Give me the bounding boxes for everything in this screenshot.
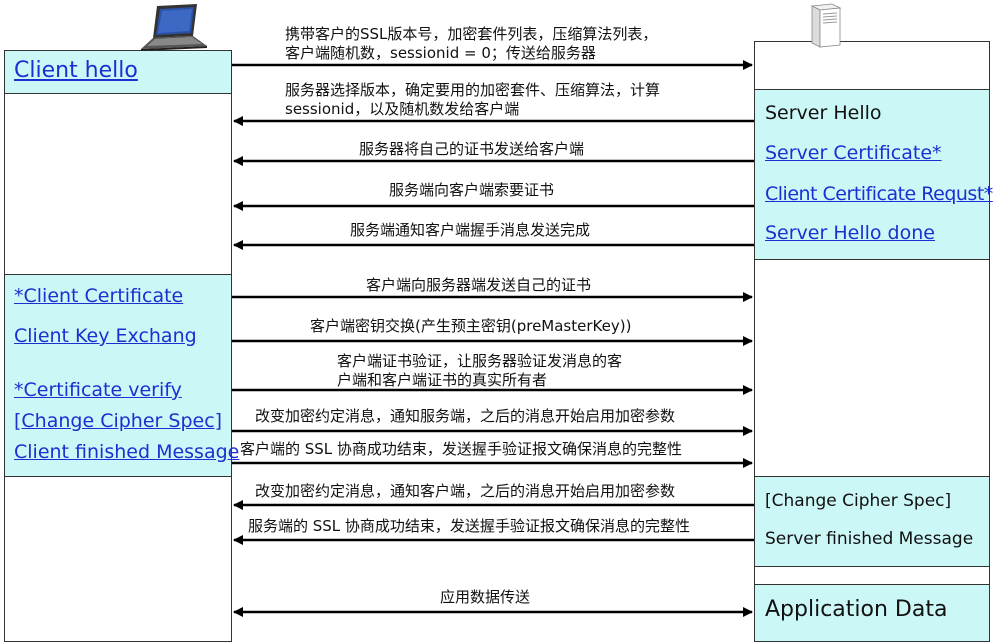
client-hello-box: [4, 50, 232, 94]
server-hello-done-label: Server Hello done: [765, 222, 935, 244]
message-text: 客户端密钥交换(产生预主密钥(preMasterKey)): [310, 317, 632, 335]
client-finished-label: Client finished Message: [14, 441, 240, 463]
server-wait-box: [754, 259, 990, 477]
client-certificate-label: *Client Certificate: [14, 285, 184, 307]
server-finished-box: [754, 476, 990, 567]
client-hello-label: Client hello: [14, 58, 138, 83]
application-data-box: [754, 584, 990, 642]
message-text: 改变加密约定消息，通知客户端，之后的消息开始启用加密参数: [255, 482, 676, 500]
server-hello-box: [754, 89, 990, 260]
message-text: 服务器将自己的证书发送给客户端: [359, 140, 585, 158]
application-data-label: Application Data: [765, 597, 948, 622]
certificate-verify-label: *Certificate verify: [14, 379, 182, 401]
client-wait-box: [4, 93, 232, 275]
client-cert-request-label: Client Certificate Requst*: [765, 183, 993, 205]
client-lower-box: [4, 476, 232, 642]
laptop-icon: [141, 4, 207, 51]
message-text: 服务端的 SSL 协商成功结束，发送握手验证报文确保消息的完整性: [248, 517, 690, 535]
server-icon: [810, 3, 842, 48]
client-key-exchange-label: Client Key Exchang: [14, 325, 197, 347]
message-text: 携带客户的SSL版本号，加密套件列表，压缩算法列表，客户端随机数，session…: [285, 25, 658, 62]
message-text: 应用数据传送: [440, 588, 531, 606]
server-certificate-label: Server Certificate*: [765, 142, 942, 164]
message-text: 改变加密约定消息，通知服务端，之后的消息开始启用加密参数: [255, 407, 676, 425]
message-text: 服务端向客户端索要证书: [389, 181, 555, 199]
server-change-cipher-label: [Change Cipher Spec]: [765, 491, 952, 511]
message-text: 客户端的 SSL 协商成功结束，发送握手验证报文确保消息的完整性: [240, 440, 682, 458]
message-text: 服务端通知客户端握手消息发送完成: [350, 221, 591, 239]
server-hello-label: Server Hello: [765, 102, 882, 124]
message-text: 客户端证书验证，让服务器验证发消息的客户端和客户端证书的真实所有者: [337, 352, 623, 389]
client-change-cipher-label: [Change Cipher Spec]: [14, 410, 223, 432]
message-text: 客户端向服务器端发送自己的证书: [366, 276, 592, 294]
server-finished-label: Server finished Message: [765, 529, 974, 549]
